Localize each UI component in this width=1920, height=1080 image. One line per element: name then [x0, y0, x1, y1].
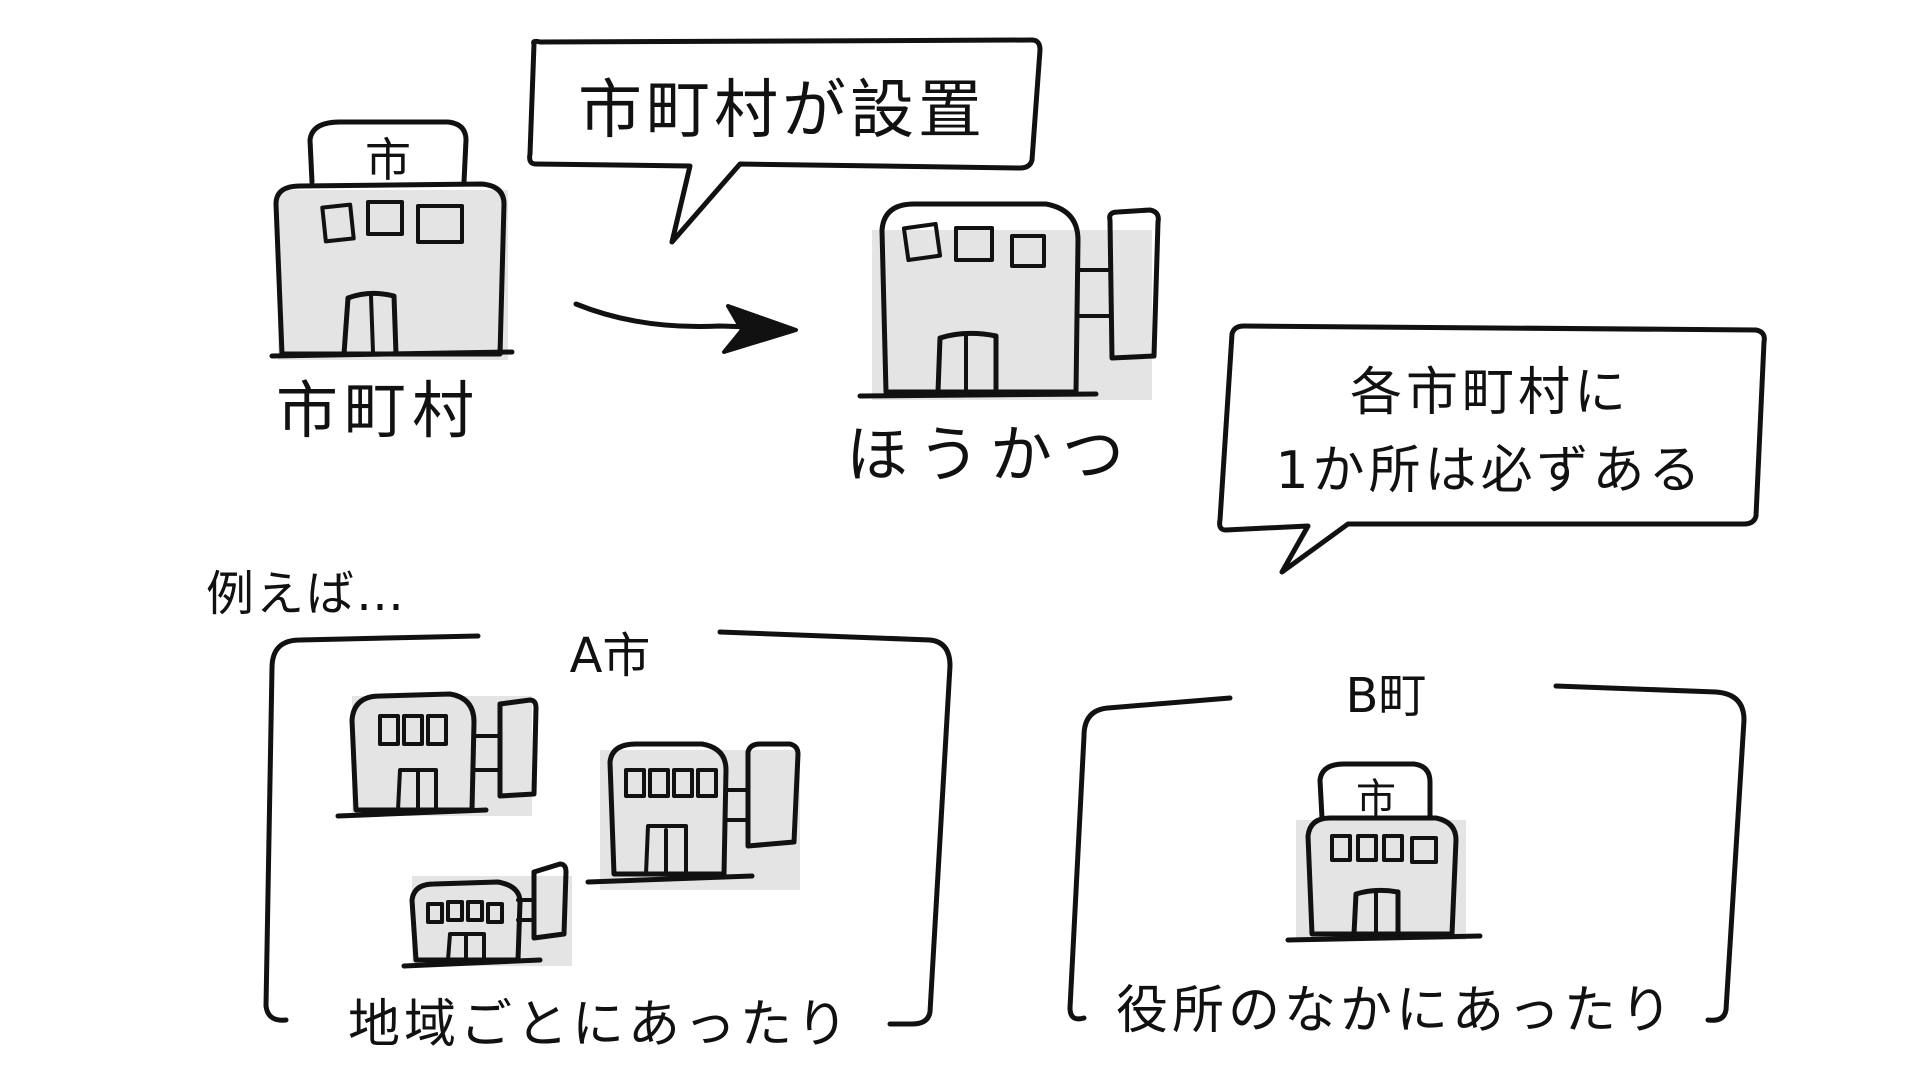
town-b-frame — [1067, 683, 1747, 1023]
bubble-one-each-line2: 1か所は必ずある — [1275, 441, 1704, 501]
city-a-note: 地域ごとにあったり — [348, 995, 852, 1055]
city-a-building-3-icon — [401, 861, 572, 969]
city-hall-icon: 市 — [269, 119, 515, 360]
houkatsu-building-icon — [857, 201, 1161, 400]
bubble-one-each-line1: 各市町村に — [1350, 363, 1630, 423]
town-b-office-sign: 市 — [1356, 776, 1396, 822]
city-a-frame — [263, 629, 953, 1027]
city-a-building-2-icon — [585, 741, 801, 890]
bubble-established-text: 市町村が設置 — [578, 74, 986, 148]
city-a-label: A市 — [570, 628, 651, 684]
municipality-label: 市町村 — [276, 374, 480, 447]
houkatsu-label: ほうかつ — [846, 418, 1134, 491]
speech-bubble-one-each: 各市町村に 1か所は必ずある — [1217, 323, 1767, 575]
arrow-right-icon — [573, 301, 798, 354]
speech-bubble-established: 市町村が設置 — [527, 37, 1043, 245]
town-b-office-icon: 市 — [1285, 761, 1483, 943]
city-hall-sign: 市 — [365, 133, 411, 187]
town-b-label: B町 — [1346, 668, 1427, 724]
for-example-label: 例えば… — [206, 566, 406, 622]
town-b-note: 役所のなかにあったり — [1116, 981, 1676, 1041]
city-a-building-1-icon — [335, 691, 539, 819]
